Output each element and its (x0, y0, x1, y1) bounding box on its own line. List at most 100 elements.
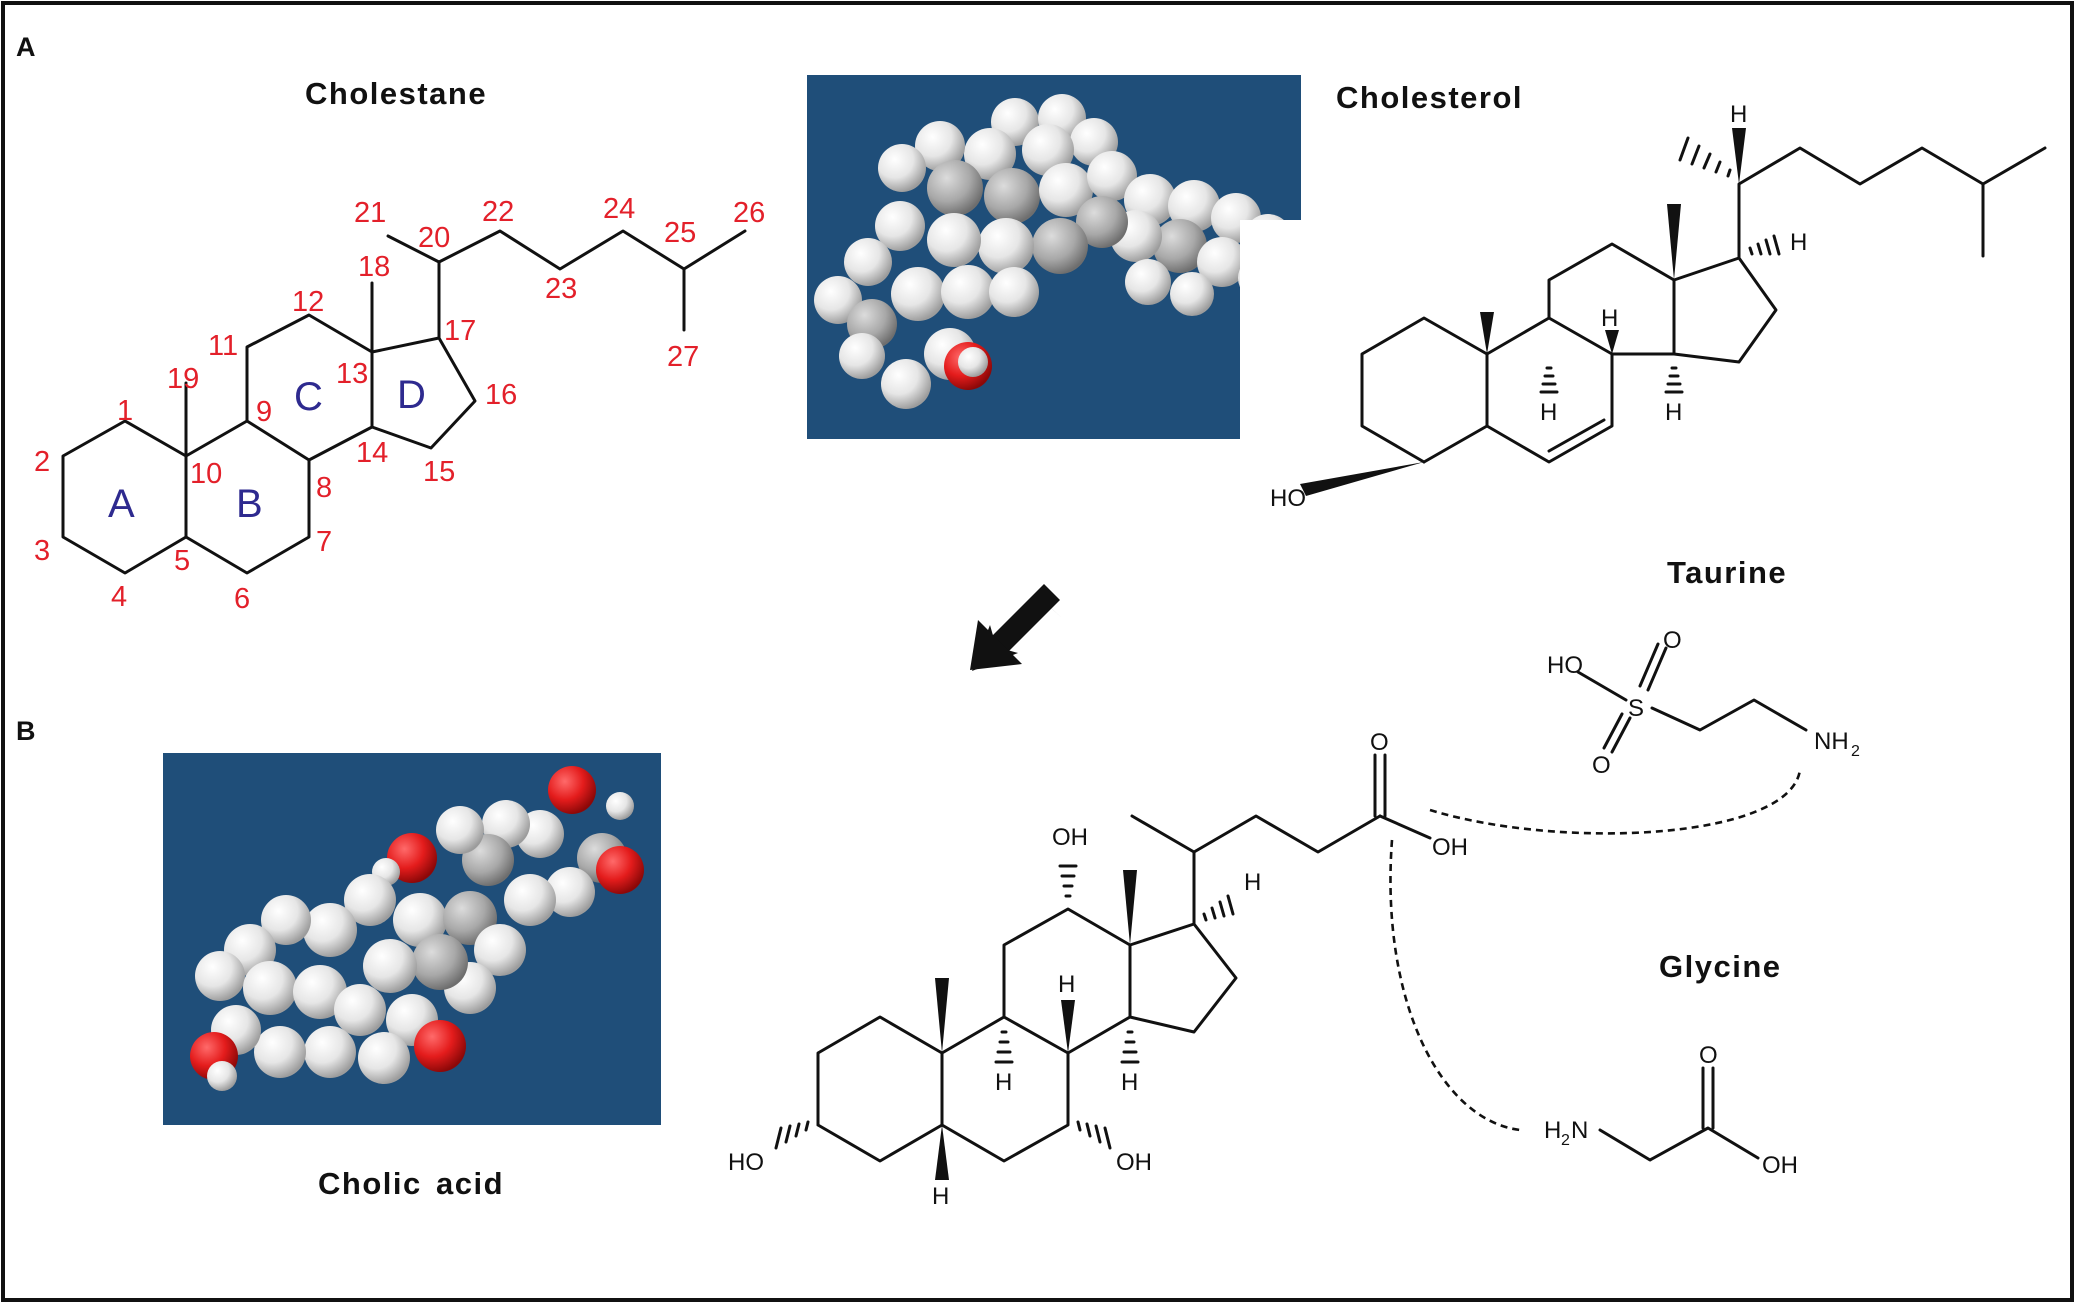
taurine-nh-subscript: 2 (1851, 743, 1860, 760)
down-left-arrow-icon-body (990, 584, 1060, 654)
carbon-number-27: 27 (667, 341, 699, 373)
cholic-o-label: O (1370, 729, 1389, 756)
chol-oh-wedge (1300, 462, 1424, 496)
carbon-number-12: 12 (292, 286, 324, 318)
cholestane-methyl-21 (386, 234, 441, 264)
carbon-number-23: 23 (545, 273, 577, 305)
cholic-h8-label: H (1058, 971, 1075, 998)
cholic-3-oh-hash (774, 1120, 810, 1150)
chol-ring-b (1485, 316, 1614, 464)
cholic-side-chain (1192, 814, 1382, 926)
carbon-number-1: 1 (117, 395, 133, 427)
glycine-title: Glycine (1659, 949, 1782, 984)
carbon-number-13: 13 (336, 358, 368, 390)
chol-h14-hash (1664, 366, 1684, 394)
glycine-oh-label: OH (1762, 1152, 1798, 1179)
taurine-o-bottom-label: O (1592, 752, 1611, 779)
cholestane-ring-c (245, 313, 374, 462)
chol-methyl-19-wedge (1480, 312, 1494, 354)
carbon-number-4: 4 (111, 581, 127, 613)
carbon-number-8: 8 (316, 472, 332, 504)
carbon-number-21: 21 (354, 197, 386, 229)
chol-ring-d (1672, 256, 1778, 364)
taurine-s-o-top-2 (1638, 642, 1660, 688)
carbon-number-2: 2 (34, 446, 50, 478)
cholic-7-oh-label: OH (1116, 1149, 1152, 1176)
carbon-number-24: 24 (603, 193, 635, 225)
chol-side-chain (1737, 146, 2047, 260)
cholestane-ring-b (184, 419, 311, 575)
ring-label-c: C (294, 375, 323, 419)
cholic-c-oh (1378, 814, 1432, 840)
chol-h8-label: H (1601, 305, 1618, 332)
panel-label-a: A (16, 32, 36, 62)
cholic-ring-b (940, 1015, 1070, 1163)
chol-h9-label: H (1540, 399, 1557, 426)
taurine-conjugation-link (1429, 769, 1802, 835)
cholic-h17-hash (1202, 894, 1235, 922)
cholic-atoms (190, 766, 644, 1091)
carbon-number-14: 14 (356, 437, 388, 469)
cholesterol-backdrop (1240, 220, 1720, 520)
cholic-h5-wedge (935, 1125, 949, 1180)
cholestane-ring-d (370, 336, 477, 450)
carbon-number-18: 18 (358, 251, 390, 283)
chol-methyl-18-wedge (1667, 204, 1681, 280)
glycine-conjugation-link (1389, 839, 1521, 1132)
taurine-s-oh-bond (1576, 670, 1628, 702)
cholic-ring-c (1002, 907, 1132, 1055)
ring-label-d: D (397, 373, 426, 417)
cholesterol-drawing: HO H H H H (1240, 80, 2047, 520)
cholic-ring-a (816, 1015, 944, 1163)
glycine-chain (1598, 1126, 1760, 1162)
taurine-o-top-label: O (1663, 627, 1682, 654)
glycine-h-subscript: 2 (1561, 1132, 1570, 1149)
cholic-acid-word-1: Cholic (318, 1166, 422, 1201)
carbon-number-5: 5 (174, 545, 190, 577)
chol-h14-label: H (1665, 399, 1682, 426)
chol-h20-label: H (1730, 101, 1747, 128)
glycine-o-label: O (1699, 1042, 1718, 1069)
cholic-methyl-21 (1130, 814, 1196, 854)
cholic-ring-d (1128, 922, 1238, 1034)
taurine-s-o-bottom-1 (1610, 716, 1632, 754)
carbon-number-10: 10 (190, 458, 222, 490)
chol-ring-c (1547, 242, 1676, 356)
carbon-number-25: 25 (664, 217, 696, 249)
taurine-title: Taurine (1667, 555, 1787, 590)
carbon-number-17: 17 (444, 315, 476, 347)
taurine-s-o-bottom-2 (1602, 712, 1624, 750)
chol-h8-wedge (1605, 330, 1619, 354)
ring-label-b: B (236, 482, 263, 526)
cholic-methyl-19-wedge (935, 978, 949, 1053)
glycine-h-label: H (1544, 1117, 1561, 1144)
carbon-number-15: 15 (423, 456, 455, 488)
glycine-n-label: N (1571, 1117, 1588, 1144)
carbon-number-22: 22 (482, 196, 514, 228)
cholesterol-space-filling-model (807, 75, 1301, 439)
carbon-number-19: 19 (167, 363, 199, 395)
cholic-3-oh-label: HO (728, 1149, 764, 1176)
cholic-methyl-18-wedge (1123, 870, 1137, 945)
cholic-h9-label: H (995, 1069, 1012, 1096)
taurine-s-o-top-1 (1646, 646, 1668, 692)
cholic-acid-structure: O OH OH HO OH H (728, 729, 1468, 1210)
carbon-number-7: 7 (316, 526, 332, 558)
cholic-h5-label: H (932, 1183, 949, 1210)
cholestane-structure: Cholestane 1 2 3 4 5 6 7 8 9 10 11 12 13… (34, 76, 765, 615)
cholic-h17-label: H (1244, 869, 1261, 896)
cholic-12-oh-hash (1058, 864, 1078, 898)
taurine-nh-label: NH (1814, 728, 1849, 755)
ring-label-a: A (108, 482, 135, 526)
taurine-structure: Taurine HO S O O NH 2 (1547, 555, 1860, 779)
taurine-chain (1650, 698, 1808, 732)
carbon-number-11: 11 (208, 330, 238, 362)
carbon-number-20: 20 (418, 222, 450, 254)
carbon-number-26: 26 (733, 197, 765, 229)
cholic-oh-acid-label: OH (1432, 834, 1468, 861)
glycine-structure: Glycine H 2 N O OH (1544, 949, 1798, 1179)
cholic-h14-label: H (1121, 1069, 1138, 1096)
chol-h20-wedge (1732, 128, 1746, 184)
